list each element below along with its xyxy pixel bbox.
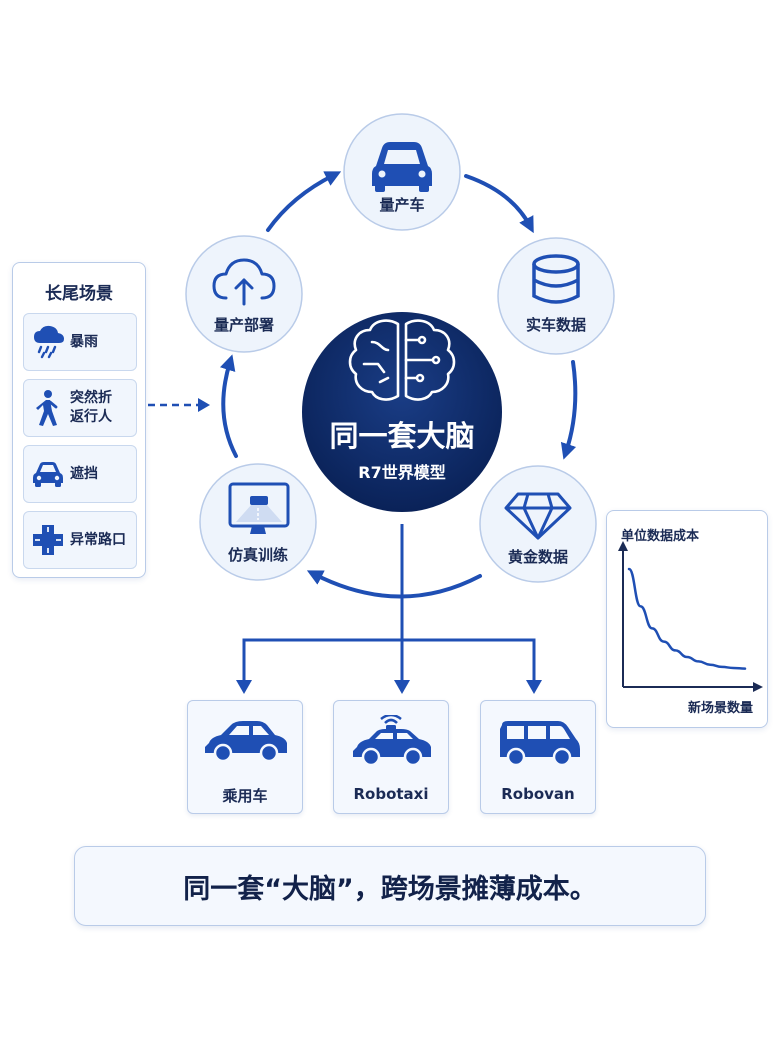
cycle-arrows bbox=[220, 171, 578, 599]
cost-curve-line bbox=[627, 567, 747, 670]
cost-curve-panel: 单位数据成本 新场景数量 bbox=[606, 510, 768, 728]
arrow-car-to-data bbox=[464, 174, 534, 234]
intersection-icon bbox=[33, 525, 63, 555]
arrow-deploy-to-car bbox=[266, 171, 342, 232]
long-tail-label-pedestrian: 突然折 返行人 bbox=[70, 389, 132, 427]
cycle-node-deploy: 量产部署 bbox=[185, 235, 303, 353]
cost-chart-ylabel: 单位数据成本 bbox=[621, 529, 700, 544]
car-icon bbox=[33, 462, 63, 487]
arrow-head-right bbox=[526, 680, 542, 694]
long-tail-label-pedestrian-line2: 返行人 bbox=[70, 409, 112, 425]
robotaxi-icon bbox=[353, 715, 431, 767]
arrow-head-center bbox=[394, 680, 410, 694]
cycle-node-production-car: 量产车 bbox=[343, 113, 461, 231]
long-tail-panel: 长尾场景 暴雨 突然折 返行人 遮挡 bbox=[12, 262, 146, 578]
long-tail-item-occlusion: 遮挡 bbox=[23, 445, 137, 503]
cycle-node-golden-data: 黄金数据 bbox=[479, 465, 597, 583]
node-label-real-data: 实车数据 bbox=[526, 316, 586, 334]
rain-cloud-icon bbox=[34, 325, 64, 359]
long-tail-label-rain: 暴雨 bbox=[70, 333, 98, 350]
long-tail-label-intersection: 异常路口 bbox=[70, 531, 126, 548]
vehicle-label-robovan: Robovan bbox=[501, 785, 575, 803]
diamond-icon bbox=[504, 492, 572, 540]
cycle-node-simulation: 仿真训练 bbox=[199, 463, 317, 581]
long-tail-title: 长尾场景 bbox=[45, 284, 113, 304]
vehicle-robovan: Robovan bbox=[480, 700, 596, 814]
node-label-simulation: 仿真训练 bbox=[228, 546, 288, 564]
van-icon bbox=[500, 721, 580, 767]
cost-chart-axes bbox=[622, 545, 759, 688]
cloud-upload-icon bbox=[212, 258, 276, 306]
y-axis-arrowhead bbox=[618, 541, 628, 551]
x-axis-arrowhead bbox=[753, 682, 763, 692]
vehicle-label-robotaxi: Robotaxi bbox=[353, 785, 429, 803]
dashed-arrow-head bbox=[198, 398, 210, 412]
pedestrian-icon bbox=[36, 390, 58, 426]
arrow-head-left bbox=[236, 680, 252, 694]
vehicle-passenger-car: 乘用车 bbox=[187, 700, 303, 814]
simulation-monitor-icon bbox=[228, 482, 290, 534]
vehicle-label-passenger-car: 乘用车 bbox=[222, 787, 268, 805]
cost-chart-xlabel: 新场景数量 bbox=[687, 701, 753, 716]
long-tail-label-occlusion: 遮挡 bbox=[70, 465, 98, 482]
vehicle-robotaxi: Robotaxi bbox=[333, 700, 449, 814]
tagline-banner: 同一套“大脑”，跨场景摊薄成本。 bbox=[74, 846, 706, 926]
node-label-golden-data: 黄金数据 bbox=[508, 548, 568, 566]
node-label-deploy: 量产部署 bbox=[214, 316, 274, 334]
long-tail-item-rain: 暴雨 bbox=[23, 313, 137, 371]
distribution-arrows bbox=[242, 524, 536, 682]
cost-curve-chart bbox=[618, 541, 763, 692]
cycle-node-real-data: 实车数据 bbox=[497, 237, 615, 355]
arrow-golden-to-sim bbox=[306, 570, 482, 599]
car-icon bbox=[372, 142, 432, 192]
core-brain-node: 同一套大脑 R7世界模型 bbox=[302, 312, 502, 512]
node-label-production-car: 量产车 bbox=[379, 196, 424, 214]
long-tail-item-pedestrian: 突然折 返行人 bbox=[23, 379, 137, 437]
long-tail-label-pedestrian-line1: 突然折 bbox=[70, 390, 112, 406]
core-subtitle: R7世界模型 bbox=[358, 463, 445, 482]
brain-icon bbox=[348, 319, 456, 401]
arrow-sim-to-deploy bbox=[220, 354, 238, 458]
core-title: 同一套大脑 bbox=[329, 419, 474, 453]
arrow-data-to-golden bbox=[560, 360, 578, 460]
sedan-icon bbox=[205, 721, 287, 763]
long-tail-item-intersection: 异常路口 bbox=[23, 511, 137, 569]
database-icon bbox=[532, 254, 580, 304]
